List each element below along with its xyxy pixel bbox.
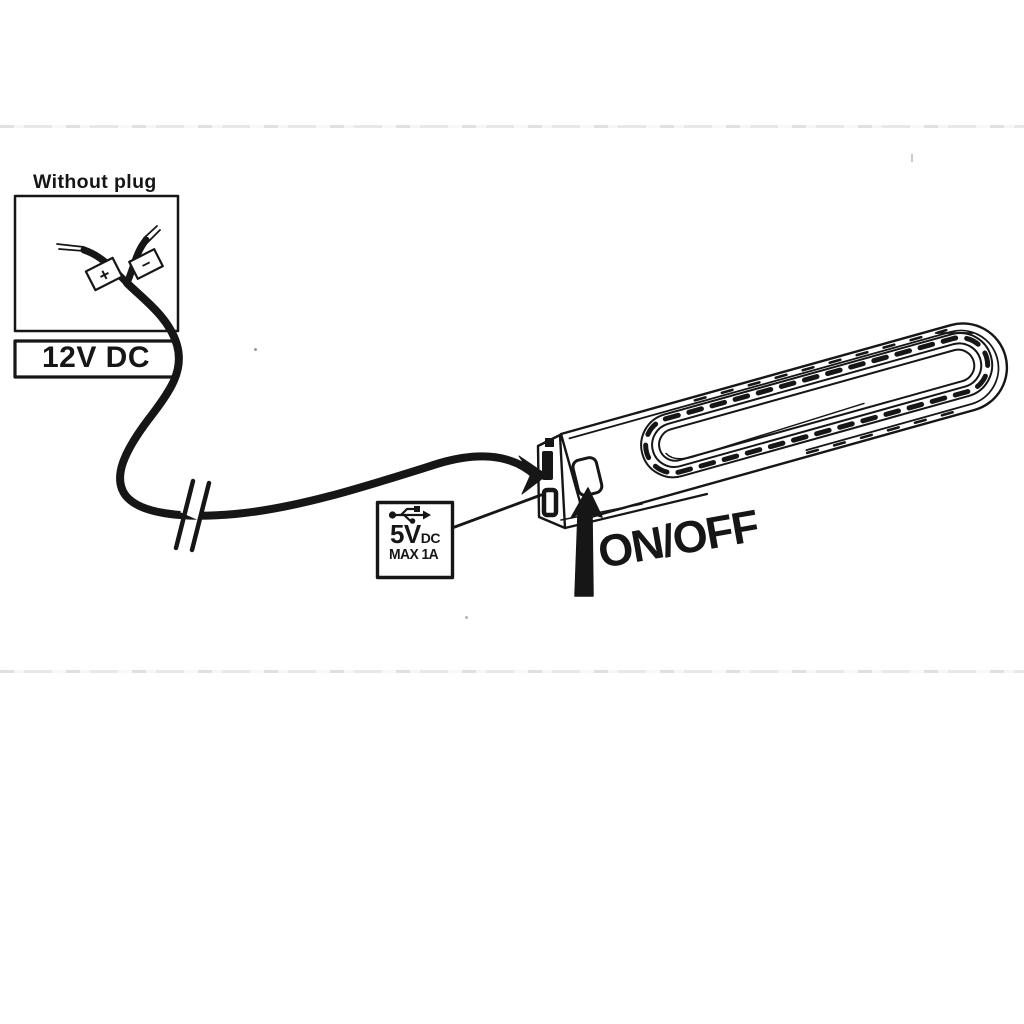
lamp-channel-mid-ring (651, 342, 983, 468)
power-cable (116, 279, 540, 520)
lamp-body-outline (559, 322, 1009, 520)
scan-artifact-line-bottom (0, 670, 1024, 673)
wire-negative-tip (143, 225, 161, 243)
lamp-port-mark-top (545, 438, 554, 447)
usb-current-label: MAX 1A (388, 547, 439, 563)
lamp-body-inner-line (568, 329, 1000, 452)
lamp-channel-outer-ring (640, 332, 994, 479)
lamp-port-mark-lower (541, 487, 559, 518)
scan-speck (911, 154, 913, 162)
bare-wires: + − (56, 225, 164, 292)
lamp-channel-hatch-ring (643, 335, 991, 476)
lamp-port-mark-upper (542, 451, 553, 480)
usb-spec-text: 5VDC MAX 1A (379, 521, 451, 563)
lamp-bottom-hatch (805, 407, 968, 455)
cable-break-icon (173, 478, 212, 553)
scan-speck (254, 348, 257, 351)
scan-speck (465, 616, 468, 619)
lamp-front-face-line-2 (560, 503, 643, 521)
positive-terminal-tag: + (84, 256, 124, 292)
usb-icon (388, 506, 431, 524)
scan-artifact-line-top (0, 125, 1024, 128)
cable-connector-wedge (518, 455, 548, 495)
usb-voltage-unit-label: DC (420, 530, 441, 546)
lamp-illustration (536, 322, 1009, 530)
usb-voltage-label: 5V (389, 519, 421, 549)
wire-positive-tip (56, 243, 85, 252)
on-off-arrow-icon (570, 487, 603, 597)
usb-spec-box (375, 500, 455, 580)
dc-voltage-label: 12V DC (41, 341, 151, 374)
negative-terminal-tag: − (128, 248, 164, 280)
bare-wire-box (13, 194, 180, 333)
without-plug-label: Without plug (33, 171, 157, 193)
lamp-lens-highlight (665, 402, 865, 460)
usb-spec-pointer-line (450, 493, 543, 530)
lamp-lens-ring (658, 348, 976, 462)
